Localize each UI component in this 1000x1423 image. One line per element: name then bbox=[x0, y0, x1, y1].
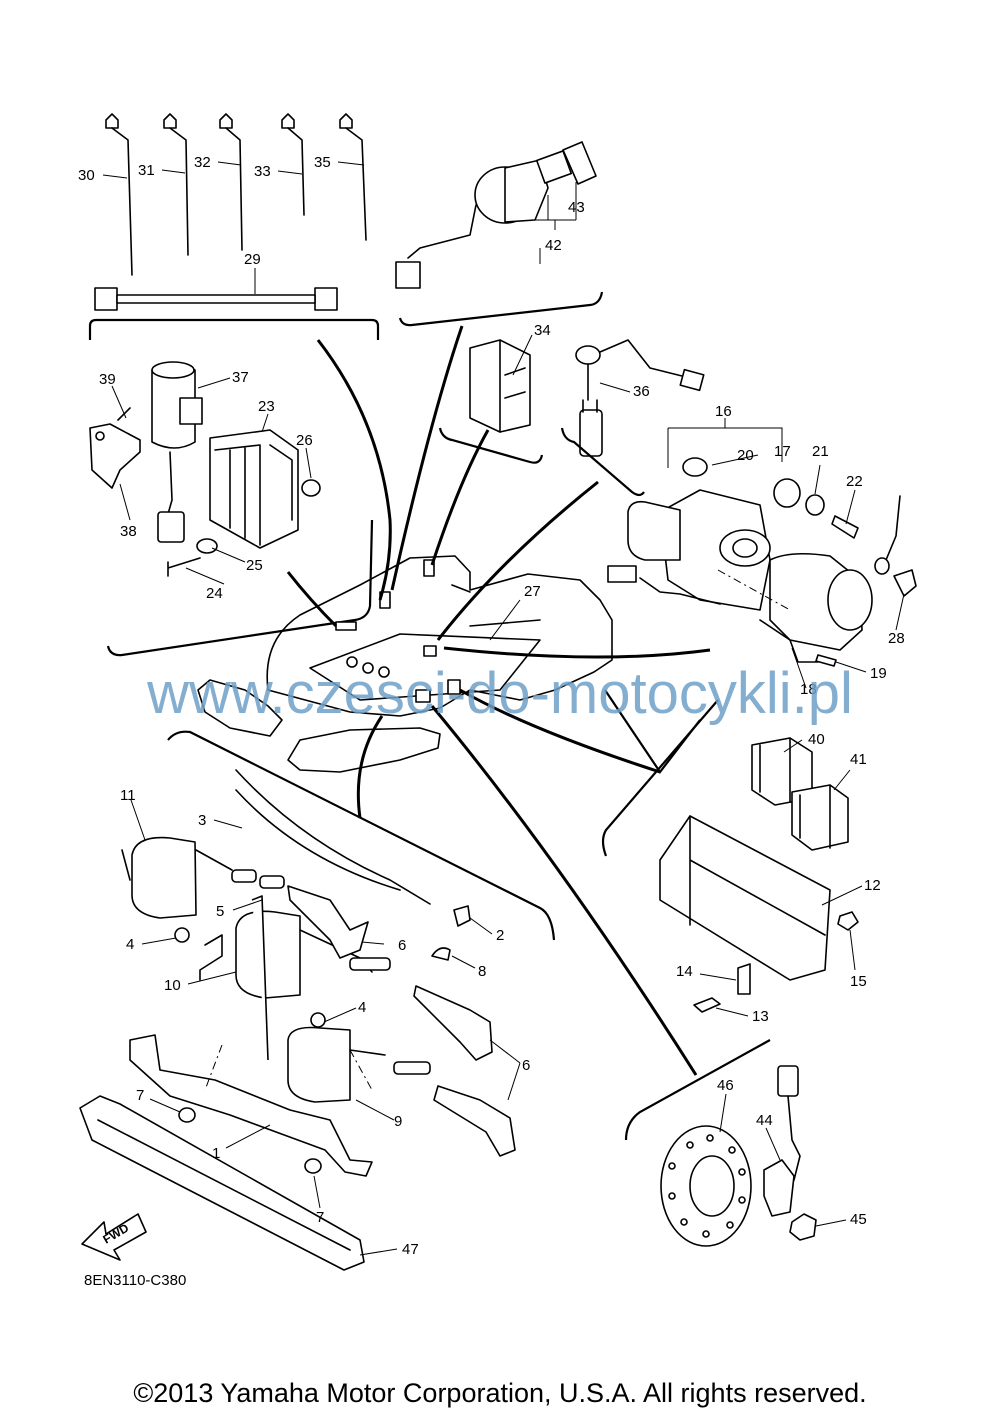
callout-15: 15 bbox=[850, 973, 867, 990]
callout-6b: 6 bbox=[522, 1057, 530, 1074]
callout-36: 36 bbox=[633, 383, 650, 400]
callout-40: 40 bbox=[808, 731, 825, 748]
callout-labels: 30 31 32 33 35 29 43 42 34 36 39 37 23 2… bbox=[78, 154, 905, 1258]
callout-18: 18 bbox=[800, 681, 817, 698]
callout-39: 39 bbox=[99, 371, 116, 388]
callout-3: 3 bbox=[198, 812, 206, 829]
callout-30: 30 bbox=[78, 167, 95, 184]
callout-21: 21 bbox=[812, 443, 829, 460]
callout-41: 41 bbox=[850, 751, 867, 768]
callout-37: 37 bbox=[232, 369, 249, 386]
callout-4a: 4 bbox=[126, 936, 134, 953]
callout-43: 43 bbox=[568, 199, 585, 216]
callout-19: 19 bbox=[870, 665, 887, 682]
callout-7a: 7 bbox=[136, 1087, 144, 1104]
ignition-coil-group bbox=[79, 730, 556, 1271]
callout-16: 16 bbox=[715, 403, 732, 420]
callout-27: 27 bbox=[524, 583, 541, 600]
callout-11: 11 bbox=[120, 787, 136, 804]
callout-31: 31 bbox=[138, 162, 155, 179]
callout-26: 26 bbox=[296, 432, 313, 449]
callout-12: 12 bbox=[864, 877, 881, 894]
servo-motor-group bbox=[607, 418, 917, 667]
document-code: 8EN3110-C380 bbox=[84, 1272, 187, 1289]
callout-1: 1 bbox=[212, 1145, 220, 1162]
callout-5: 5 bbox=[216, 903, 224, 920]
callout-34: 34 bbox=[534, 322, 551, 339]
ecu-relay-group bbox=[601, 689, 859, 1013]
copyright-notice: ©2013 Yamaha Motor Corporation, U.S.A. A… bbox=[133, 1378, 867, 1408]
callout-10: 10 bbox=[164, 977, 181, 994]
callout-17: 17 bbox=[774, 443, 791, 460]
callout-33: 33 bbox=[254, 163, 271, 180]
callout-9: 9 bbox=[394, 1113, 402, 1130]
callout-45: 45 bbox=[850, 1211, 867, 1228]
callout-23: 23 bbox=[258, 398, 275, 415]
clamp-fuse-group bbox=[438, 339, 705, 497]
callout-2: 2 bbox=[496, 927, 504, 944]
fwd-arrow: FWD bbox=[81, 1213, 147, 1261]
callout-35: 35 bbox=[314, 154, 331, 171]
callout-22: 22 bbox=[846, 473, 863, 490]
callout-6a: 6 bbox=[398, 937, 406, 954]
callout-14: 14 bbox=[676, 963, 693, 980]
callout-8: 8 bbox=[478, 963, 486, 980]
callout-38: 38 bbox=[120, 523, 137, 540]
leader-curves bbox=[286, 325, 711, 1076]
main-switch-group bbox=[395, 141, 604, 327]
callout-29: 29 bbox=[244, 251, 261, 268]
callout-24: 24 bbox=[206, 585, 223, 602]
callout-46: 46 bbox=[717, 1077, 734, 1094]
regulator-group bbox=[89, 361, 374, 657]
callout-42: 42 bbox=[545, 237, 562, 254]
callout-44: 44 bbox=[756, 1112, 773, 1129]
callout-28: 28 bbox=[888, 630, 905, 647]
callout-20: 20 bbox=[737, 447, 754, 464]
callout-leaders bbox=[102, 161, 905, 1256]
cable-bands-group bbox=[88, 113, 380, 340]
watermark: www.czesci-do-motocykli.pl bbox=[147, 661, 853, 726]
callout-7b: 7 bbox=[316, 1209, 324, 1226]
callout-13: 13 bbox=[752, 1008, 769, 1025]
callout-4b: 4 bbox=[358, 999, 366, 1016]
callout-25: 25 bbox=[246, 557, 263, 574]
callout-47: 47 bbox=[402, 1241, 419, 1258]
vehicle-body-outline bbox=[197, 555, 613, 773]
pickup-rotor-group bbox=[624, 1039, 817, 1247]
callout-32: 32 bbox=[194, 154, 211, 171]
